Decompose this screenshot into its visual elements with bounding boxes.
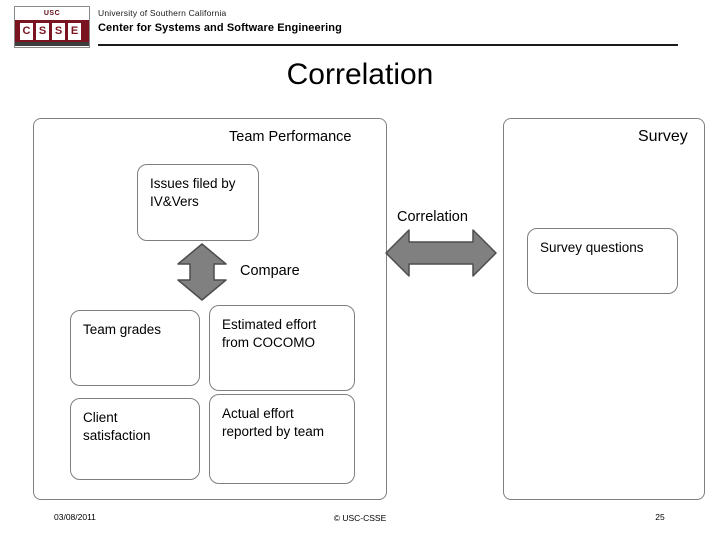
survey-panel: [503, 118, 705, 500]
usc-logo-letter-e: E: [68, 23, 81, 40]
issues-filed-box: Issues filed by IV&Vers: [137, 164, 259, 241]
footer-copyright: © USC-CSSE: [333, 513, 387, 523]
correlation-middle-label: Correlation: [397, 209, 468, 225]
usc-logo-letter-s1: S: [36, 23, 49, 40]
slide-header: USC C S S E University of Southern Calif…: [0, 0, 720, 48]
team-grades-box: Team grades: [70, 310, 200, 386]
client-satisfaction-box: Client satisfaction: [70, 398, 200, 480]
estimated-effort-box: Estimated effort from COCOMO: [209, 305, 355, 391]
usc-logo-letter-s2: S: [52, 23, 65, 40]
footer-date: 03/08/2011: [54, 512, 96, 522]
header-divider: [98, 44, 678, 46]
university-name: University of Southern California: [98, 8, 227, 18]
footer-page-number: 25: [655, 512, 665, 522]
team-performance-panel: [33, 118, 387, 500]
header-text-block: University of Southern California Center…: [98, 8, 698, 34]
usc-logo: USC C S S E: [14, 6, 90, 48]
double-arrow-horizontal-icon: [385, 229, 497, 277]
usc-logo-text: USC: [15, 7, 89, 20]
actual-effort-box: Actual effort reported by team: [209, 394, 355, 484]
survey-questions-box: Survey questions: [527, 228, 678, 294]
team-performance-label: Team Performance: [229, 129, 352, 145]
page-title: Correlation: [286, 58, 434, 91]
usc-logo-base: [15, 42, 89, 46]
compare-label: Compare: [240, 263, 300, 279]
center-name: Center for Systems and Software Engineer…: [98, 22, 342, 34]
usc-logo-body: C S S E: [15, 20, 89, 46]
usc-logo-letter-c: C: [20, 23, 33, 40]
survey-label: Survey: [638, 128, 688, 145]
double-arrow-vertical-icon: [177, 243, 227, 301]
